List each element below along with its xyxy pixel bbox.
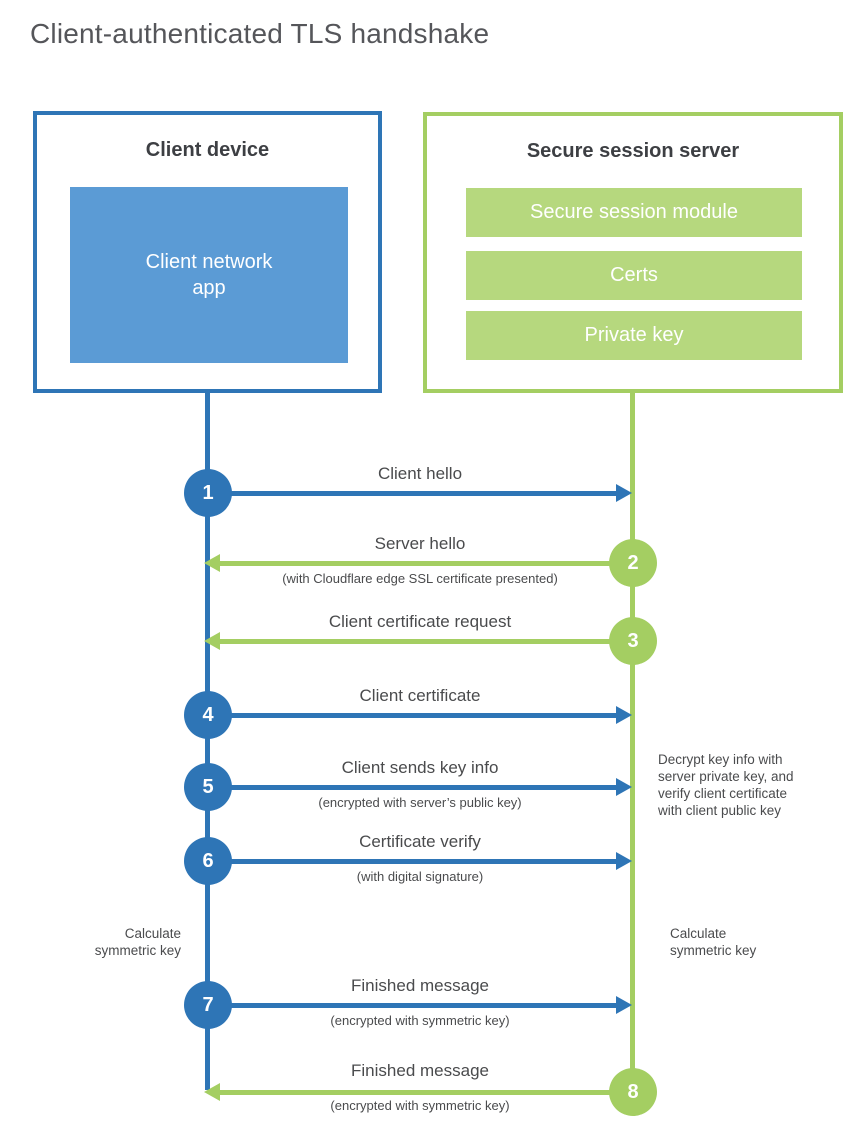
secure-session-server-title: Secure session server bbox=[526, 140, 740, 162]
arrow-client-certificate bbox=[208, 713, 616, 718]
arrowhead-left-icon bbox=[204, 1083, 220, 1101]
arrow-finished-message-server bbox=[220, 1090, 633, 1095]
calculate-symmetric-key-right: Calculate symmetric key bbox=[670, 926, 757, 958]
page-title: Client-authenticated TLS handshake bbox=[30, 18, 490, 49]
arrowhead-right-icon bbox=[616, 484, 632, 502]
decrypt-key-note: Decrypt key info with server private key… bbox=[658, 752, 794, 818]
arrowhead-right-icon bbox=[616, 778, 632, 796]
message-sublabel-client-sends-key-info: (encrypted with server’s public key) bbox=[318, 795, 522, 810]
arrow-server-hello bbox=[220, 561, 633, 566]
step-circle-2: 2 bbox=[609, 539, 657, 587]
message-sublabel-certificate-verify: (with digital signature) bbox=[356, 869, 484, 884]
server-lifeline bbox=[630, 390, 635, 1092]
calculate-symmetric-key-left: Calculate symmetric key bbox=[94, 926, 181, 958]
arrow-client-certificate-request bbox=[220, 639, 633, 644]
step-circle-5: 5 bbox=[184, 763, 232, 811]
step-circle-8: 8 bbox=[609, 1068, 657, 1116]
arrowhead-left-icon bbox=[204, 632, 220, 650]
message-label-certificate-verify: Certificate verify bbox=[359, 832, 481, 851]
message-label-server-hello: Server hello bbox=[374, 534, 466, 553]
message-sublabel-finished-message-server: (encrypted with symmetric key) bbox=[330, 1098, 510, 1113]
message-label-client-certificate: Client certificate bbox=[359, 686, 481, 705]
message-label-client-hello: Client hello bbox=[377, 464, 463, 483]
client-lifeline bbox=[205, 390, 210, 1090]
client-device-title: Client device bbox=[145, 139, 270, 161]
client-network-app-block: Client network app bbox=[70, 187, 348, 363]
arrow-finished-message-client bbox=[208, 1003, 616, 1008]
message-sublabel-finished-message-client: (encrypted with symmetric key) bbox=[330, 1013, 510, 1028]
message-sublabel-server-hello: (with Cloudflare edge SSL certificate pr… bbox=[282, 571, 558, 586]
message-label-finished-message-client: Finished message bbox=[351, 976, 489, 995]
message-label-finished-message-server: Finished message bbox=[351, 1061, 489, 1080]
step-circle-3: 3 bbox=[609, 617, 657, 665]
private-key-block: Private key bbox=[466, 311, 802, 360]
arrowhead-right-icon bbox=[616, 996, 632, 1014]
certs-block: Certs bbox=[466, 251, 802, 300]
secure-session-server-box: Secure session server Secure session mod… bbox=[423, 112, 843, 393]
message-label-client-certificate-request: Client certificate request bbox=[328, 612, 512, 631]
step-circle-4: 4 bbox=[184, 691, 232, 739]
arrowhead-right-icon bbox=[616, 852, 632, 870]
arrow-client-sends-key-info bbox=[208, 785, 616, 790]
arrow-certificate-verify bbox=[208, 859, 616, 864]
arrowhead-left-icon bbox=[204, 554, 220, 572]
arrowhead-right-icon bbox=[616, 706, 632, 724]
step-circle-6: 6 bbox=[184, 837, 232, 885]
client-device-box: Client device Client network app bbox=[33, 111, 382, 393]
step-circle-1: 1 bbox=[184, 469, 232, 517]
secure-session-module-block: Secure session module bbox=[466, 188, 802, 237]
step-circle-7: 7 bbox=[184, 981, 232, 1029]
message-label-client-sends-key-info: Client sends key info bbox=[341, 758, 499, 777]
arrow-client-hello bbox=[208, 491, 616, 496]
